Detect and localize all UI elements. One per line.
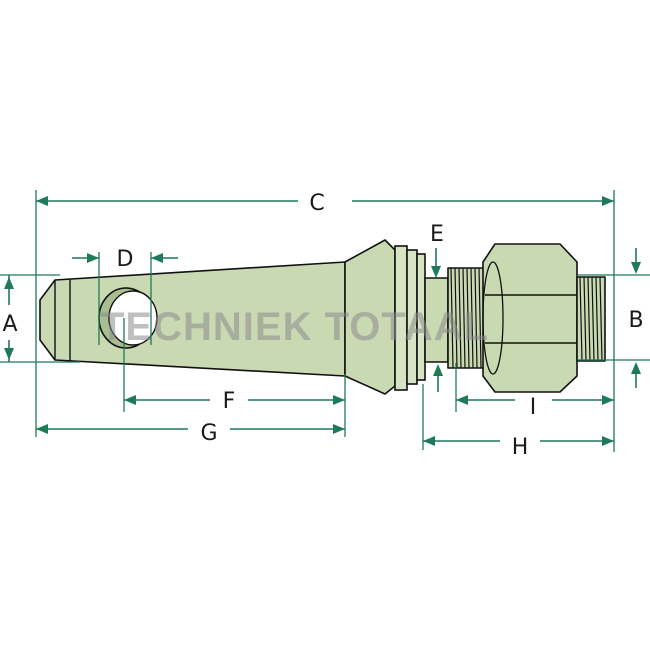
arrow-c-left <box>36 196 48 206</box>
thread-line <box>466 267 470 369</box>
label-e: E <box>430 222 444 247</box>
label-h: H <box>512 435 529 460</box>
hex-nut <box>482 243 578 393</box>
arrow-f-left <box>124 395 136 405</box>
thread-line <box>579 276 583 362</box>
thread-line <box>478 267 482 369</box>
arrow-d-right <box>151 253 163 263</box>
arrow-e-up <box>433 364 443 376</box>
thread-line <box>583 276 587 362</box>
arrow-a-top <box>4 277 14 289</box>
pin-assembly <box>39 239 606 395</box>
arrow-h-right <box>602 436 614 446</box>
thread-line <box>458 267 462 369</box>
arrow-b-bottom <box>631 362 641 374</box>
label-g: G <box>200 421 217 446</box>
hole-inner <box>108 290 158 346</box>
arrow-g-right <box>333 424 345 434</box>
dimensions: C D E A B F G <box>0 190 650 460</box>
arrow-e-down <box>431 266 441 278</box>
thread-line <box>454 267 458 369</box>
thread-line <box>462 267 466 369</box>
label-f: F <box>223 389 236 414</box>
arrow-c-right <box>602 196 614 206</box>
thread-line <box>450 267 454 369</box>
watermark-text: TECHNIEK TOTAAL <box>100 305 489 349</box>
thread-line <box>591 276 595 362</box>
arrow-i-right <box>602 395 614 405</box>
arrow-f-right <box>333 395 345 405</box>
arrow-a-bottom <box>4 348 14 360</box>
cross-hole <box>98 287 158 349</box>
thread-lines-right <box>579 276 603 362</box>
label-i: I <box>530 395 537 420</box>
label-c: C <box>309 191 324 216</box>
thread-line <box>599 276 603 362</box>
nut-edge <box>482 261 504 375</box>
arrow-i-left <box>456 395 468 405</box>
thread-lines-left <box>450 267 486 369</box>
arrow-g-left <box>36 424 48 434</box>
label-d: D <box>117 247 134 272</box>
label-a: A <box>2 312 17 337</box>
label-b: B <box>628 308 643 333</box>
thread-line <box>587 276 591 362</box>
arrow-h-left <box>423 436 435 446</box>
thread-line <box>595 276 599 362</box>
thread-line <box>470 267 474 369</box>
thread-line <box>474 267 478 369</box>
arrow-d-left <box>87 253 99 263</box>
arrow-b-top <box>631 262 641 274</box>
